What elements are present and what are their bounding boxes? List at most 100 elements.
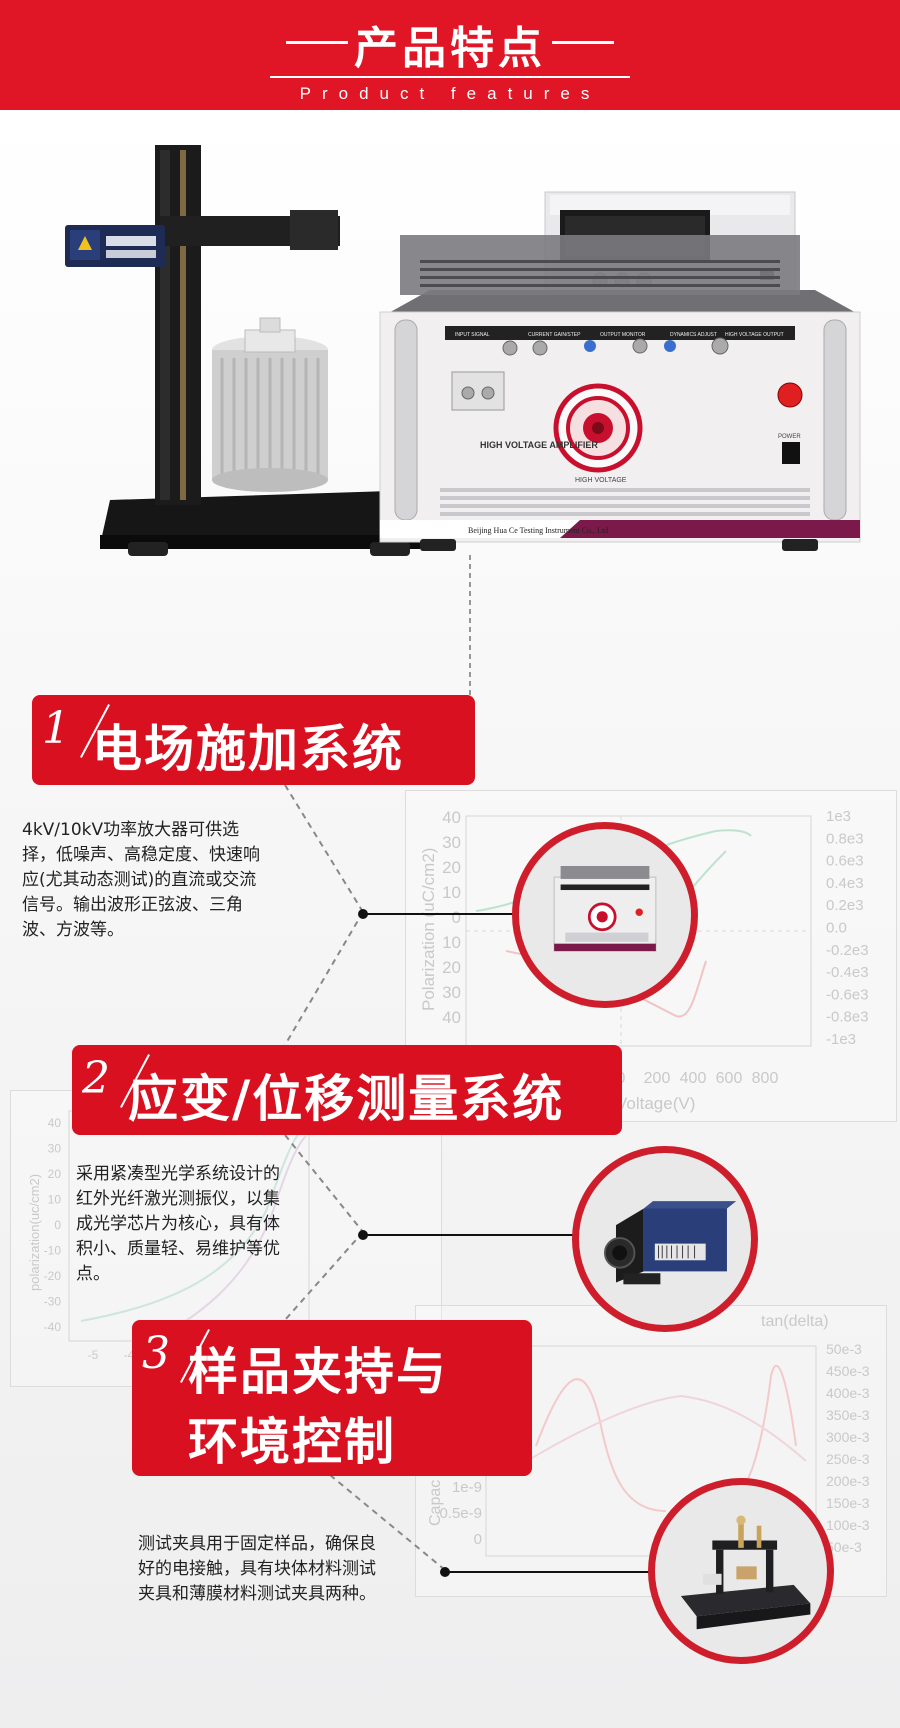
chart-a-right-tick: 0.8e3 — [826, 830, 864, 847]
feature-2-number: 2 — [82, 1053, 110, 1104]
feature-3-title-line-2: 环境控制 — [188, 1413, 396, 1471]
panel-connector-label: DYNAMICS ADJUST — [670, 332, 717, 338]
feature-2-title: 应变/位移测量系统 — [128, 1070, 565, 1128]
chart-a-left-tick: 30 — [442, 833, 461, 852]
feature-2-connector-dot — [358, 1230, 368, 1240]
feature-3-desc-line: 好的电接触，具有块体材料测试 — [138, 1559, 376, 1579]
chart-b-left-tick: -10 — [44, 1244, 62, 1258]
chart-c-right-tick: 350e-3 — [826, 1407, 870, 1423]
chart-a-left-tick: 30 — [442, 983, 461, 1002]
chart-a-xlabel: Voltage(V) — [616, 1094, 695, 1113]
chart-a-right-tick: -1e3 — [826, 1031, 856, 1048]
panel-connector-label: INPUT SIGNAL — [455, 332, 490, 338]
chart-b-left-tick: -20 — [44, 1269, 62, 1283]
chart-a-x-tick: 200 — [644, 1070, 671, 1087]
chart-c-right-tick: 50e-3 — [826, 1539, 862, 1555]
feature-2-label: 2 应变/位移测量系统 — [72, 1045, 622, 1135]
chart-a-right-tick: -0.8e3 — [826, 1009, 869, 1026]
chart-b-x-tick: -4 — [124, 1348, 135, 1362]
feature-3-label: 3 样品夹持与 环境控制 — [132, 1320, 532, 1476]
chart-b-left-tick: 20 — [48, 1167, 62, 1181]
feature-1-desc-line: 信号。输出波形正弦波、三角 — [22, 895, 243, 915]
feature-3-image-sample-fixture — [648, 1478, 834, 1664]
chart-a-right-tick: -0.6e3 — [826, 986, 869, 1003]
product-photo-system: HIGH VOLTAGE AMPLIFIER HIGH VOLTAGE POWE… — [60, 140, 870, 560]
feature-1-desc-line: 波、方波等。 — [22, 920, 124, 940]
feature-2-desc-line: 采用紧凑型光学系统设计的 — [76, 1164, 280, 1184]
chart-a-left-tick: 0 — [452, 908, 461, 927]
chart-a-left-ticks: 40 30 20 10 0 10 20 30 40 — [442, 808, 461, 1027]
chart-c-right-tick: 100e-3 — [826, 1517, 870, 1533]
feature-1-connector-dot — [358, 909, 368, 919]
feature-1-image-amplifier — [512, 822, 698, 1008]
chart-a-right-tick: 1e3 — [826, 808, 851, 825]
chart-b-x-ticks: -5 -4 — [88, 1348, 135, 1362]
feature-1-number: 1 — [42, 703, 70, 754]
chart-a-left-tick: 20 — [442, 958, 461, 977]
chart-a-left-tick: 40 — [442, 1008, 461, 1027]
panel-title: HIGH VOLTAGE AMPLIFIER — [480, 440, 598, 450]
feature-3-number: 3 — [142, 1328, 170, 1379]
chart-c-right-tick: 400e-3 — [826, 1385, 870, 1401]
chart-a-x-tick: 600 — [716, 1070, 743, 1087]
chart-c-left-tick: 1e-9 — [452, 1479, 482, 1496]
chart-a-left-tick: 40 — [442, 808, 461, 827]
panel-brand-strip: Beijing Hua Ce Testing Instrument Co., L… — [468, 526, 608, 535]
chart-b-left-tick: 0 — [54, 1218, 61, 1232]
feature-1-desc-line: 4kV/10kV功率放大器可供选 — [22, 820, 240, 840]
chart-b-left-tick: -40 — [44, 1320, 62, 1334]
chart-b-left-tick: 10 — [48, 1193, 62, 1207]
feature-3-desc-line: 测试夹具用于固定样品，确保良 — [138, 1534, 376, 1554]
feature-3-connector-dot — [440, 1567, 450, 1577]
feature-3-connector — [445, 1571, 655, 1573]
feature-1-description: 4kV/10kV功率放大器可供选 择，低噪声、高稳定度、快速响 应(尤其动态测试… — [22, 818, 282, 943]
chart-a-right-tick: 0.4e3 — [826, 875, 864, 892]
chart-a-right-tick: -0.4e3 — [826, 964, 869, 981]
panel-hv-label: HIGH VOLTAGE — [575, 477, 627, 484]
section-title: 产品特点 — [354, 23, 546, 74]
feature-3-title-line-1: 样品夹持与 — [188, 1343, 448, 1401]
section-subtitle: Product features — [299, 84, 601, 103]
feature-2-desc-line: 点。 — [76, 1264, 110, 1284]
chart-a-x-tick: 400 — [680, 1070, 707, 1087]
header-left-dash — [286, 41, 348, 44]
chart-a-right-tick: 0.0 — [826, 920, 847, 937]
feature-1-desc-line: 应(尤其动态测试)的直流或交流 — [22, 870, 257, 890]
feature-1-title: 电场施加系统 — [92, 720, 404, 778]
chart-a-left-tick: 10 — [442, 933, 461, 952]
header-underline — [270, 76, 630, 78]
chart-c-right-ticks: 50e-3 450e-3 400e-3 350e-3 300e-3 250e-3 200e-… — [826, 1341, 870, 1555]
chart-c-right-tick: 450e-3 — [826, 1363, 870, 1379]
chart-b-left-tick: 30 — [48, 1142, 62, 1156]
feature-2-desc-line: 积小、质量轻、易维护等优 — [76, 1239, 280, 1259]
chart-c-right-tick: 200e-3 — [826, 1473, 870, 1489]
panel-connector-label: OUTPUT MONITOR — [600, 332, 646, 338]
section-header: 产品特点 Product features — [0, 0, 900, 110]
panel-connector-label: CURRENT GAIN/STEP — [528, 332, 581, 338]
chart-a-right-tick: 0.6e3 — [826, 853, 864, 870]
chart-a-left-tick: 20 — [442, 858, 461, 877]
feature-1-desc-line: 择，低噪声、高稳定度、快速响 — [22, 845, 260, 865]
chart-c-left-tick: 0 — [474, 1531, 482, 1548]
feature-2-connector — [363, 1234, 573, 1236]
feature-3-description: 测试夹具用于固定样品，确保良 好的电接触，具有块体材料测试 夹具和薄膜材料测试夹… — [138, 1532, 408, 1607]
chart-a-right-ticks: 1e3 0.8e3 0.6e3 0.4e3 0.2e3 0.0 -0.2e3 -0.4e3 -0… — [826, 808, 869, 1048]
chart-b-x-tick: -5 — [88, 1348, 99, 1362]
chart-c-title: tan(delta) — [761, 1313, 829, 1330]
panel-connector-labels: INPUT SIGNAL CURRENT GAIN/STEP OUTPUT MONI… — [455, 332, 784, 338]
chart-a-right-tick: -0.2e3 — [826, 942, 869, 959]
chart-a-x-tick: 800 — [752, 1070, 779, 1087]
chart-a-left-tick: 10 — [442, 883, 461, 902]
feature-2-description: 采用紧凑型光学系统设计的 红外光纤激光测振仪，以集 成光学芯片为核心，具有体 积… — [76, 1162, 316, 1287]
header-right-dash — [552, 41, 614, 44]
chart-c-right-tick: 50e-3 — [826, 1341, 862, 1357]
chart-b-left-tick: -30 — [44, 1295, 62, 1309]
chart-c-right-tick: 250e-3 — [826, 1451, 870, 1467]
chart-a-x-ticks: 0200400600800 — [617, 1070, 779, 1087]
chart-a-right-tick: 0.2e3 — [826, 897, 864, 914]
panel-power-label: POWER — [778, 434, 801, 440]
feature-2-desc-line: 成光学芯片为核心，具有体 — [76, 1214, 280, 1234]
chart-c-right-tick: 150e-3 — [826, 1495, 870, 1511]
chart-c-right-tick: 300e-3 — [826, 1429, 870, 1445]
